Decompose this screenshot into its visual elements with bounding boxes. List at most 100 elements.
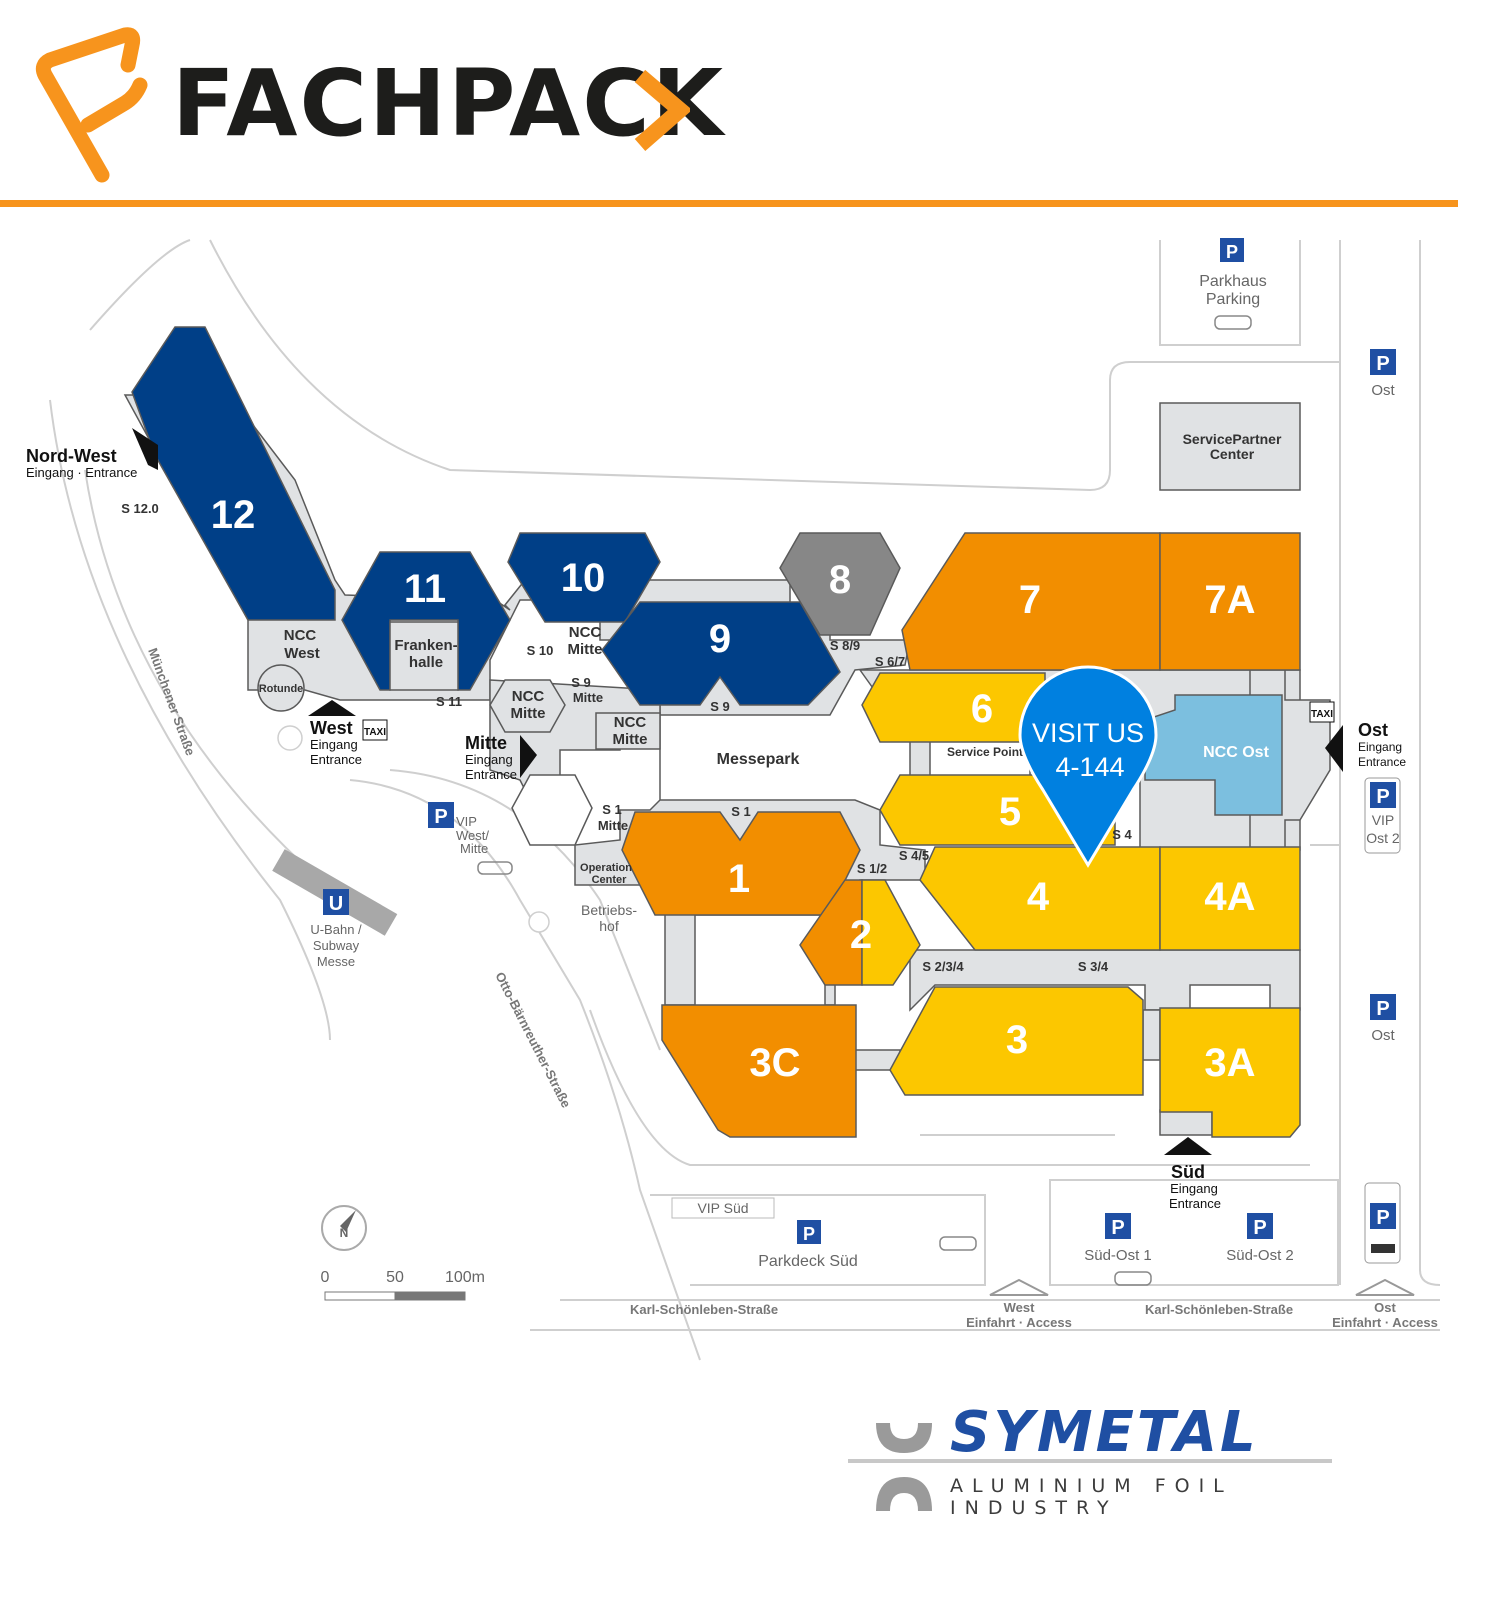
frankenhalle-label: Franken- [394, 637, 457, 654]
hall-8-shape[interactable] [779, 532, 901, 636]
vip-west-p-icon: P VIP West/ Mitte [428, 802, 489, 856]
mitte-entrance-sub: Eingang [465, 752, 513, 767]
west-access-label: West [1004, 1300, 1035, 1315]
ost-entrance-sub: Eingang [1358, 740, 1402, 754]
hall-2-orange-shape[interactable] [799, 879, 863, 986]
service-partner-label: ServicePartner [1183, 431, 1282, 447]
ost-entrance-title: Ost [1358, 720, 1388, 740]
ost-entrance-sub: Entrance [1358, 755, 1406, 769]
nordwest-entrance-arrow-icon [132, 428, 158, 470]
taxi-icon [1309, 701, 1335, 723]
hall-3c-shape[interactable] [661, 1004, 857, 1138]
betriebshof-label: Betriebs- [581, 902, 637, 918]
operation-center-label: Operation [580, 862, 632, 874]
passage-label: S 4 [1112, 827, 1132, 842]
ost-p-icon-b: P Ost [1370, 994, 1396, 1044]
svg-text:P: P [1376, 1207, 1389, 1229]
svg-text:Süd-Ost 1: Süd-Ost 1 [1084, 1247, 1152, 1264]
hall-1-shape[interactable] [621, 811, 861, 916]
west-access-icon [989, 1278, 1049, 1296]
ost-entrance-arrow-icon [1325, 725, 1343, 772]
svg-text:P: P [1376, 998, 1389, 1020]
access-icons [989, 1278, 1415, 1296]
svg-text:Messe: Messe [317, 954, 355, 969]
otto-strasse-label: Otto-Bärnreuther-Straße [492, 970, 574, 1111]
service-point-label: Service Point [947, 745, 1023, 759]
passage-label: S 1 [731, 804, 751, 819]
mitte-entrance-title: Mitte [465, 733, 507, 753]
svg-text:Ost: Ost [1371, 382, 1395, 399]
hall-label-4: 4 [1027, 875, 1050, 919]
hall-6-shape[interactable] [861, 672, 1046, 743]
svg-text:Ost 2: Ost 2 [1366, 830, 1400, 846]
frankenhalle-building[interactable] [389, 621, 459, 691]
hall-label-12: 12 [211, 493, 256, 537]
svg-text:Subway: Subway [313, 938, 360, 953]
sued-entrance-arrow-icon [1164, 1137, 1212, 1155]
hall-label-3c: 3C [749, 1041, 800, 1085]
sued-ost1-p-icon: P Süd-Ost 1 [1084, 1213, 1152, 1264]
hall-9-shape[interactable] [601, 601, 841, 706]
svg-text:P: P [1226, 242, 1238, 262]
hall-4-shape[interactable] [919, 846, 1161, 951]
hall-3a-shape[interactable] [1159, 1007, 1301, 1138]
passage-label: S 1/2 [857, 861, 887, 876]
svg-text:P: P [1253, 1217, 1266, 1239]
hall-7-shape[interactable] [901, 532, 1161, 671]
hall-4a-shape[interactable] [1159, 846, 1301, 951]
hall-12-shape[interactable] [131, 326, 336, 621]
hall-11-shape[interactable] [341, 551, 511, 691]
ncc-mitte-label: Mitte [511, 705, 546, 722]
ncc-mitte-label: NCC [569, 624, 602, 641]
svg-text:VIP Süd: VIP Süd [697, 1200, 748, 1216]
mitte-entrance-sub: Entrance [465, 767, 517, 782]
west-access-label: Einfahrt · Access [966, 1315, 1072, 1330]
service-partner-center[interactable] [1159, 402, 1301, 491]
hall-label-6: 6 [971, 687, 993, 731]
svg-text:Mitte: Mitte [460, 841, 488, 856]
hall-label-1: 1 [728, 857, 750, 901]
booth-number: 4-144 [1055, 752, 1124, 782]
passage-label: S 8/9 [830, 638, 860, 653]
hall-label-9: 9 [709, 617, 731, 661]
west-entrance-sub: Entrance [310, 752, 362, 767]
sued-ost2-p-icon: P Süd-Ost 2 [1226, 1213, 1294, 1264]
parking: P P Ost P VIP Ost 2 P Ost P P VIP [428, 238, 1401, 1286]
symetal-logo: SYMETAL ALUMINIUM FOIL INDUSTRY [848, 1405, 1348, 1525]
sued-entrance-sub: Eingang [1170, 1181, 1218, 1196]
hall-7a-shape[interactable] [1159, 532, 1301, 671]
svg-text:TAXI: TAXI [1311, 709, 1333, 720]
svg-text:VIP: VIP [1372, 812, 1395, 828]
passage-label: S 3/4 [1078, 959, 1109, 974]
frankenhalle-label: halle [409, 654, 443, 671]
header-divider [0, 200, 1458, 207]
hall-label-10: 10 [561, 556, 606, 600]
bus-icon [1371, 1244, 1395, 1253]
ost-access-label: Einfahrt · Access [1332, 1315, 1438, 1330]
fachpack-logo-icon [35, 27, 148, 183]
visit-us-marker[interactable]: VISIT US 4-144 [1018, 665, 1158, 868]
passage-label: S 1 [602, 802, 622, 817]
svg-text:P: P [434, 806, 447, 828]
west-entrance-arrow-icon [308, 700, 356, 716]
messepark-label: Messepark [717, 751, 800, 768]
ncc-mitte-c-building[interactable] [595, 712, 661, 750]
hall-3-shape[interactable] [889, 986, 1144, 1096]
rotunde-building[interactable] [257, 664, 305, 712]
svg-text:P: P [1376, 353, 1389, 375]
ncc-west-label: NCC [284, 627, 317, 644]
hall-2-yellow-shape[interactable] [861, 879, 921, 986]
svg-text:Ost: Ost [1371, 1027, 1395, 1044]
taxi-badges: TAXI TAXI [362, 701, 1335, 741]
svg-text:50: 50 [386, 1269, 404, 1286]
symetal-tagline: ALUMINIUM FOIL INDUSTRY [950, 1475, 1233, 1519]
ncc-ost-building[interactable] [1144, 694, 1283, 816]
svg-text:P: P [1111, 1217, 1124, 1239]
passage-label: S 11 [436, 694, 462, 709]
hall-label-5: 5 [999, 790, 1021, 834]
hall-label-8: 8 [829, 558, 851, 602]
mitte-entrance-arrow-icon [520, 735, 537, 778]
ost-p-icon-a: P Ost [1370, 349, 1396, 399]
nordwest-entrance-sub: Eingang · Entrance [26, 465, 137, 480]
ncc-mitte-a-building[interactable] [489, 679, 566, 733]
